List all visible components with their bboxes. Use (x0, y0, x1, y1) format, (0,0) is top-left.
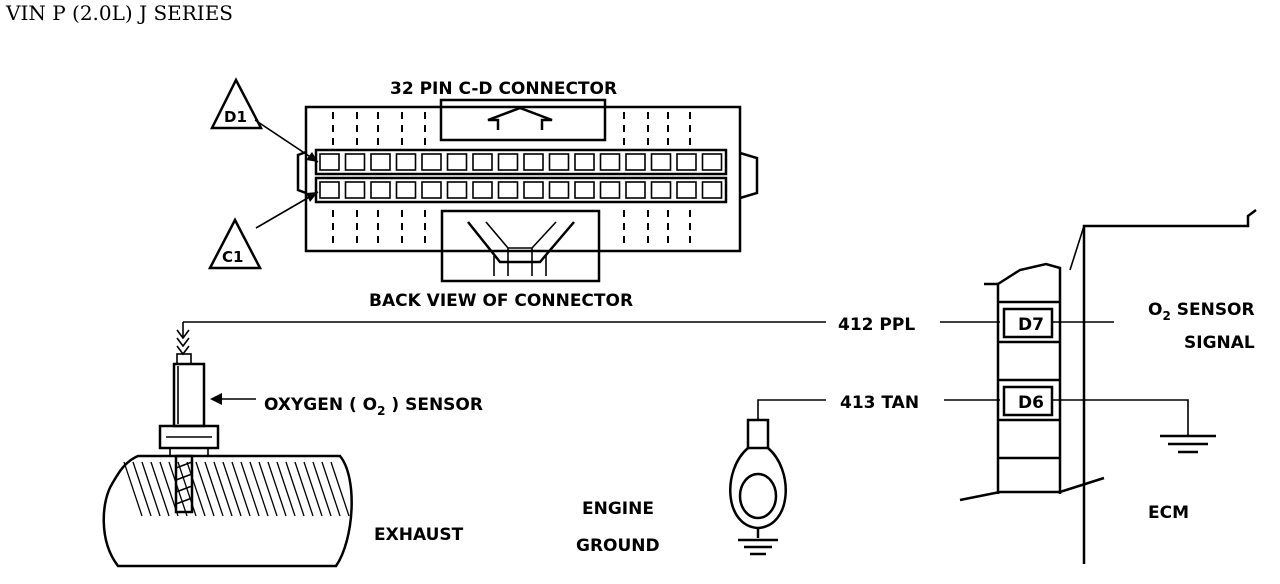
connector-body (296, 98, 759, 283)
ecm-pin-d6: D6 (1018, 393, 1044, 413)
c-pin-cavity (599, 181, 621, 199)
wire-413 (757, 399, 1000, 420)
o2-signal-label-line1: O2 SENSOR (1148, 300, 1255, 323)
c-pin-cavity (497, 181, 519, 199)
d-pin-cavity (574, 153, 595, 171)
wire-413-label: 413 TAN (840, 393, 919, 413)
o2-signal-label-line2: SIGNAL (1184, 333, 1255, 353)
exhaust-hatch-line (276, 461, 296, 517)
c-pin-cavity (548, 181, 570, 199)
engine-ground-label-line1: ENGINE (582, 499, 654, 519)
exhaust-hatch-line (204, 461, 224, 517)
exhaust-hatch-line (159, 461, 179, 517)
c-pin-cavity (370, 181, 391, 199)
oxygen-sensor (158, 353, 256, 514)
exhaust-hatch-line (186, 461, 206, 517)
exhaust-hatch-line (330, 461, 350, 517)
d-pin-cavity (446, 153, 468, 171)
connector-caption: BACK VIEW OF CONNECTOR (369, 291, 633, 311)
ecm-label: ECM (1148, 503, 1189, 523)
exhaust-hatch-line (177, 461, 197, 517)
d-pin-cavity (370, 153, 391, 171)
exhaust-hatch-line (123, 461, 143, 517)
d-pin-cavity (472, 153, 493, 171)
ecm-connector (959, 262, 1216, 502)
engine-ground-label-line2: GROUND (576, 536, 660, 556)
d-pin-cavity (497, 153, 519, 171)
d-pin-cavity (701, 153, 723, 171)
c-pin-cavity (395, 181, 417, 199)
exhaust-hatch-line (240, 461, 260, 517)
exhaust-hatch-line (321, 461, 341, 517)
connector-title: 32 PIN C-D CONNECTOR (390, 79, 617, 99)
exhaust-hatch-line (258, 461, 278, 517)
wire-412-label: 412 PPL (838, 315, 915, 335)
c-pin-cavity (574, 181, 595, 199)
d-pin-cavity (625, 153, 646, 171)
c-pin-cavity (446, 181, 468, 199)
exhaust-hatch-line (141, 461, 161, 517)
marker-c1: C1 (207, 191, 319, 270)
d-pin-cavity (599, 153, 621, 171)
c-pin-cavity (421, 181, 442, 199)
c-pin-cavity (319, 181, 340, 199)
c-pin-cavity (625, 181, 646, 199)
c-pin-cavity (472, 181, 493, 199)
c-pin-cavity (344, 181, 366, 199)
oxygen-sensor-label: OXYGEN ( O2 ) SENSOR (264, 395, 483, 418)
engine-ground-terminal (729, 418, 787, 556)
d-pin-cavity (421, 153, 442, 171)
d-pin-cavity (548, 153, 570, 171)
c-pin-cavity (650, 181, 672, 199)
pin-row-d (319, 153, 723, 171)
d-pin-cavity (344, 153, 366, 171)
d-pin-cavity (319, 153, 340, 171)
exhaust-hatch-line (312, 461, 332, 517)
ecm-housing (1069, 209, 1257, 564)
wire-412 (176, 321, 1000, 356)
exhaust-hatch-line (150, 461, 170, 517)
header-title: VIN P (2.0L) J SERIES (5, 1, 233, 25)
exhaust-hatch-line (231, 461, 251, 517)
c-pin-cavity (523, 181, 544, 199)
marker-d1: D1 (209, 77, 319, 163)
pin-row-c (319, 181, 723, 199)
d-pin-cavity (395, 153, 417, 171)
exhaust-hatch-line (285, 461, 305, 517)
marker-d1-label: D1 (224, 108, 247, 126)
exhaust-pipe (102, 454, 353, 568)
d-pin-cavity (523, 153, 544, 171)
exhaust-hatch-line (303, 461, 323, 517)
marker-c1-label: C1 (222, 248, 243, 266)
exhaust-hatch-line (132, 461, 152, 517)
exhaust-hatch-line (267, 461, 287, 517)
c-pin-cavity (701, 181, 723, 199)
exhaust-hatch-line (213, 461, 233, 517)
exhaust-hatch-line (249, 461, 269, 517)
exhaust-hatch-line (294, 461, 314, 517)
exhaust-hatch-line (222, 461, 242, 517)
exhaust-label: EXHAUST (374, 525, 464, 545)
exhaust-hatch-line (168, 461, 188, 517)
ecm-pin-d7: D7 (1018, 315, 1044, 335)
c-pin-cavity (676, 181, 697, 199)
d-pin-cavity (650, 153, 672, 171)
exhaust-hatch-line (195, 461, 215, 517)
d-pin-cavity (676, 153, 697, 171)
